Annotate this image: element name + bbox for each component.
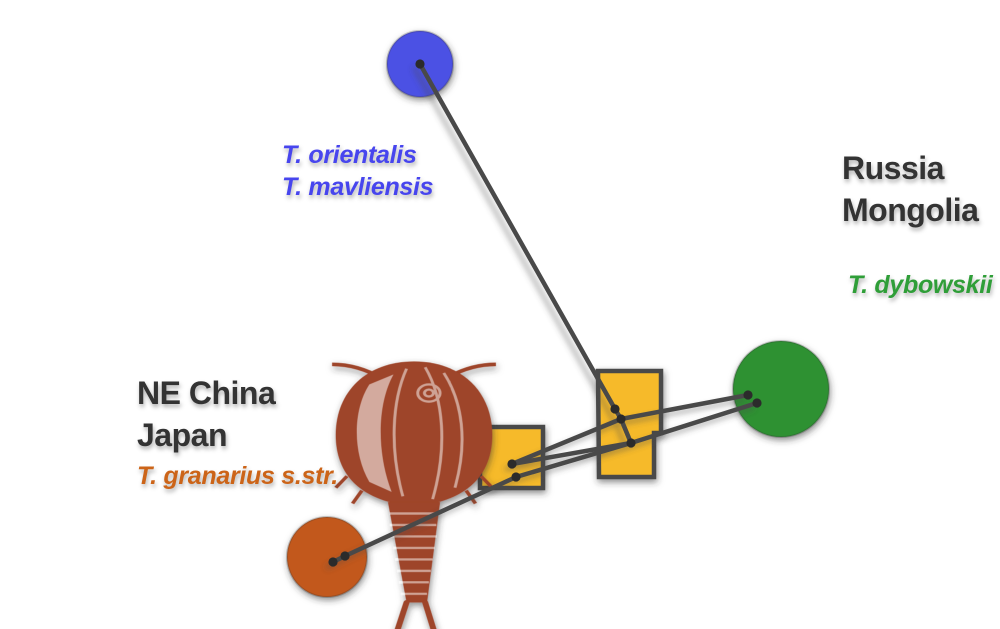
edge-pt-left-square-1--pt-right-square-2 [509, 416, 624, 467]
label-blue-species: T. orientalis T. mavliensis [282, 139, 434, 203]
label-region-russia-mongolia: Russia Mongolia [842, 147, 979, 231]
blue-species-line2: T. mavliensis [282, 173, 434, 201]
pt-right-square-3 [626, 438, 636, 448]
blue-species-line1: T. orientalis [282, 141, 417, 169]
region-japan: Japan [137, 417, 227, 453]
haplotype-squares-right [595, 368, 664, 480]
edge-pt-left-square-2--pt-right-square-3 [513, 440, 634, 480]
edge-pt-green-1--pt-right-square-2 [618, 392, 751, 422]
pt-left-square-2 [511, 472, 521, 482]
haplotype-circle-orange [286, 516, 368, 598]
pt-right-square-2 [616, 414, 626, 424]
pt-orange-2 [340, 551, 350, 561]
pt-green-2 [752, 398, 762, 408]
pt-orange-1 [328, 557, 338, 567]
edge-pt-orange-2--pt-left-square-2 [342, 474, 519, 559]
haplotype-circle-green [732, 340, 830, 438]
edge-pt-left-square-1--pt-right-square-3 [509, 440, 634, 467]
region-mongolia: Mongolia [842, 192, 979, 228]
label-region-ne-china-japan: NE China Japan [137, 372, 276, 456]
region-ne-china: NE China [137, 375, 276, 411]
pt-green-1 [743, 390, 753, 400]
pt-right-square-1 [610, 404, 620, 414]
pt-blue-center [415, 59, 425, 69]
label-green-species: T. dybowskii [848, 271, 993, 299]
region-russia: Russia [842, 150, 944, 186]
edge-pt-green-2--pt-right-square-3 [628, 400, 760, 446]
label-orange-species: T. granarius s.str. [137, 462, 338, 490]
edge-pt-blue-center--pt-right-square-1 [417, 61, 618, 412]
pt-left-square-1 [507, 459, 517, 469]
network-nodes [286, 30, 830, 598]
network-sample-points [328, 59, 762, 567]
